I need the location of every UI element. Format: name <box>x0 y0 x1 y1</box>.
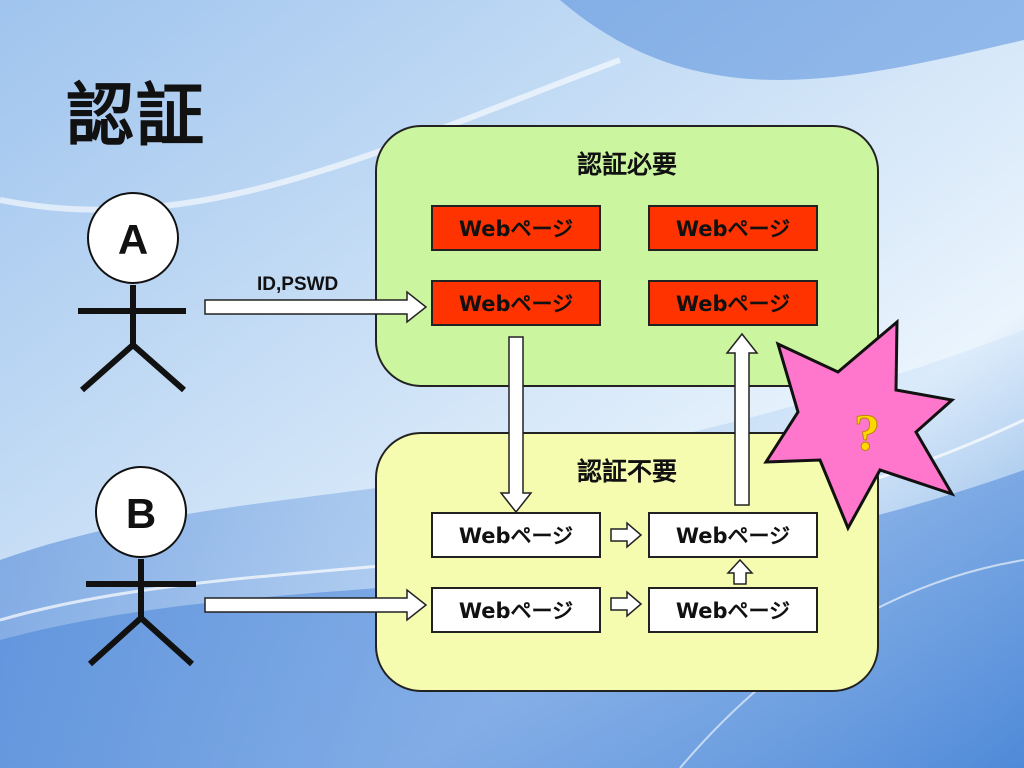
down-arrow <box>499 336 533 514</box>
public-web-page: Webページ <box>431 587 601 633</box>
user-a-head <box>87 192 179 284</box>
auth-not-required-title: 認証不要 <box>576 457 677 486</box>
protected-web-page: Webページ <box>431 280 601 326</box>
protected-web-page: Webページ <box>648 280 818 326</box>
credential-label: ID,PSWD <box>257 274 339 295</box>
up-arrow <box>725 332 759 506</box>
user-b-figure: B <box>86 466 196 667</box>
user-a-label: A <box>118 216 148 263</box>
question-mark-icon: ? <box>854 405 880 462</box>
login-arrow <box>204 290 428 324</box>
user-b-head <box>95 466 187 558</box>
auth-required-title: 認証必要 <box>576 150 677 179</box>
link-arrow <box>726 558 754 585</box>
user-a-figure: A <box>78 192 186 393</box>
protected-web-page: Webページ <box>431 205 601 251</box>
user-b-label: B <box>126 490 156 537</box>
public-web-page: Webページ <box>648 512 818 558</box>
auth-not-required-panel: 認証不要 <box>375 432 879 692</box>
auth-required-panel: 認証必要 <box>375 125 879 387</box>
access-arrow <box>204 588 428 622</box>
public-web-page: Webページ <box>648 587 818 633</box>
link-arrow <box>610 521 643 549</box>
protected-web-page: Webページ <box>648 205 818 251</box>
slide-title: 認証 <box>66 77 207 156</box>
link-arrow <box>610 590 643 618</box>
security-hole-burst: ? <box>763 318 956 532</box>
